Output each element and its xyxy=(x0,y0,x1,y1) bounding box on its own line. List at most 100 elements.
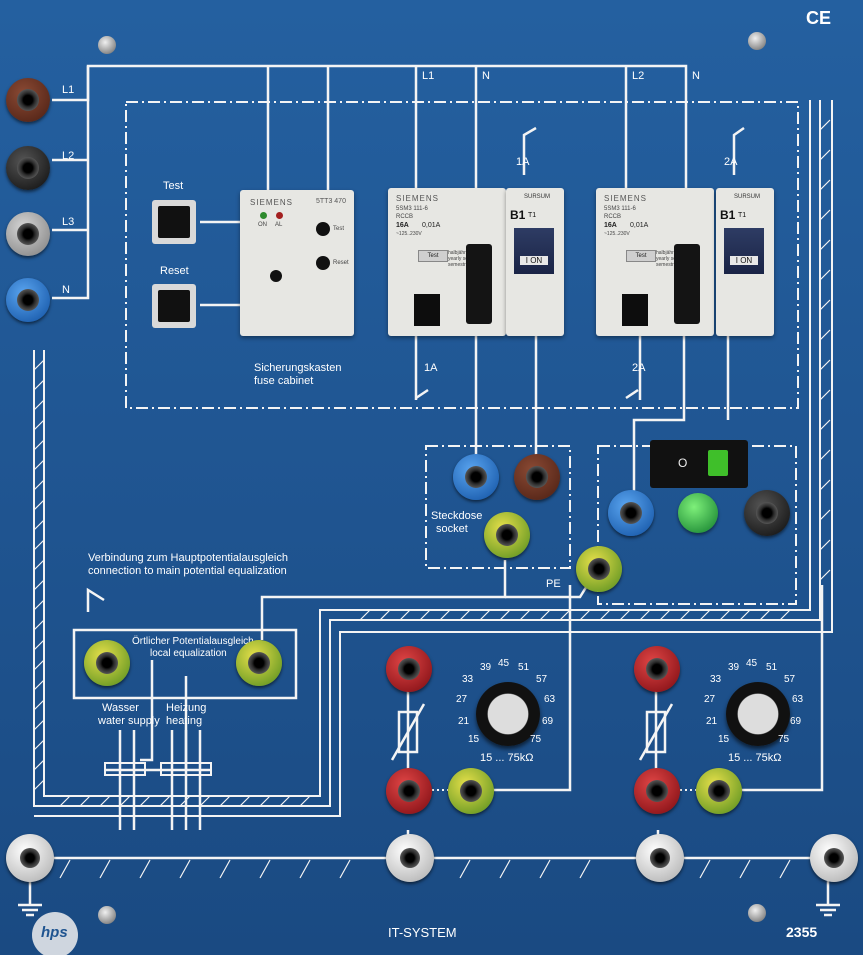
pot-2-tick-27: 27 xyxy=(704,694,716,705)
pot-2-jack-red-bottom[interactable] xyxy=(634,768,680,814)
al-led xyxy=(276,212,283,219)
label-n: N xyxy=(62,284,70,296)
earth-symbol-left xyxy=(16,900,17,901)
pot-1-jack-red-top[interactable] xyxy=(386,646,432,692)
rccb-1-rating: 16A xyxy=(396,222,409,229)
rccb-1-test-button[interactable]: Test xyxy=(418,250,448,262)
mcb-2: SURSUM B1 T1 I ON xyxy=(716,188,774,336)
screw-bottom-left xyxy=(98,906,116,924)
on-led xyxy=(260,212,267,219)
earth-jack-2[interactable] xyxy=(386,834,434,882)
mcb-2-lever[interactable]: I ON xyxy=(724,228,764,274)
socket-label-en: socket xyxy=(436,523,468,535)
socket-label-de: Steckdose xyxy=(431,510,483,522)
reset-button[interactable] xyxy=(152,284,196,328)
mcb-1-brand: SURSUM xyxy=(524,194,551,200)
earth-symbol-right xyxy=(820,900,821,901)
monitor-reset-button[interactable] xyxy=(316,256,330,270)
pot-2-tick-51: 51 xyxy=(766,662,778,673)
insulation-monitor: SIEMENS 5TT3 470 ON AL Test Reset xyxy=(240,190,354,336)
rccb-2-window xyxy=(622,294,648,326)
rccb-1-trip-top: 1A xyxy=(516,156,530,168)
pot-2-jack-pe[interactable] xyxy=(696,768,742,814)
pot-1-tick-63: 63 xyxy=(544,694,556,705)
switch-off-label: O xyxy=(678,456,688,470)
water-label-de: Wasser xyxy=(102,702,139,714)
rccb-2-brand: SIEMENS xyxy=(604,194,648,203)
pot-1-jack-red-bottom[interactable] xyxy=(386,768,432,814)
bus-label-n2: N xyxy=(692,70,700,82)
earth-jack-1[interactable] xyxy=(6,834,54,882)
test-button[interactable] xyxy=(152,200,196,244)
switch-jack-blue[interactable] xyxy=(608,490,654,536)
jack-n[interactable] xyxy=(6,278,50,322)
rccb-2-voltage: ~125..230V xyxy=(604,231,630,237)
jack-l3[interactable] xyxy=(6,212,50,256)
pot-2-tick-33: 33 xyxy=(710,674,722,685)
mcb-2-state: I ON xyxy=(730,256,758,265)
rccb-2-lever[interactable] xyxy=(674,244,700,324)
pot-1-tick-51: 51 xyxy=(518,662,530,673)
resistor-symbol-2 xyxy=(645,710,667,754)
resistor-symbol-1 xyxy=(397,710,419,754)
pot-2-tick-69: 69 xyxy=(790,716,802,727)
pot-2-tick-45: 45 xyxy=(746,658,758,669)
socket-jack-pe[interactable] xyxy=(484,512,530,558)
local-equalization-jack-2[interactable] xyxy=(236,640,282,686)
hps-logo: hps xyxy=(32,912,78,955)
pot-1-tick-39: 39 xyxy=(480,662,492,673)
heating-label-en: heating xyxy=(166,715,203,727)
pot-1-range: 15 ... 75kΩ xyxy=(480,752,534,764)
rccb-1-trip-bottom: 1A xyxy=(424,362,438,374)
local-equalization-jack-1[interactable] xyxy=(84,640,130,686)
test-label: Test xyxy=(163,180,184,192)
pot-2-knob[interactable] xyxy=(726,682,790,746)
rccb-1-window xyxy=(414,294,440,326)
pot-2-tick-39: 39 xyxy=(728,662,740,673)
switch-jack-black[interactable] xyxy=(744,490,790,536)
water-pipe-clamp xyxy=(104,762,146,776)
rccb-2: SIEMENS 5SM3 111-6 RCCB 16A 0,01A ~125..… xyxy=(596,188,714,336)
pe-label: PE xyxy=(546,578,561,590)
water-label-en: water supply xyxy=(98,715,160,727)
rccb-2-idn: 0,01A xyxy=(630,222,649,229)
model-number: 2355 xyxy=(786,924,818,940)
earth-jack-3[interactable] xyxy=(636,834,684,882)
pot-1-tick-57: 57 xyxy=(536,674,548,685)
local-equalization-en: local equalization xyxy=(150,648,227,659)
jack-l2[interactable] xyxy=(6,146,50,190)
local-equalization-de: Örtlicher Potentialausgleich xyxy=(132,636,254,647)
heating-pipe-clamp xyxy=(160,762,212,776)
main-equalization-en: connection to main potential equalizatio… xyxy=(88,565,287,577)
socket-jack-blue[interactable] xyxy=(453,454,499,500)
monitor-reset-label: Reset xyxy=(333,260,349,266)
rccb-1-lever[interactable] xyxy=(466,244,492,324)
earth-jack-4[interactable] xyxy=(810,834,858,882)
pot-2-tick-21: 21 xyxy=(706,716,718,727)
bus-label-n1: N xyxy=(482,70,490,82)
pot-1-tick-21: 21 xyxy=(458,716,470,727)
al-led-label: AL xyxy=(275,222,283,228)
screw-top-right xyxy=(748,32,766,50)
rccb-2-test-button[interactable]: Test xyxy=(626,250,656,262)
mcb-1-lever[interactable]: I ON xyxy=(514,228,554,274)
jack-l1[interactable] xyxy=(6,78,50,122)
screw-top-left xyxy=(98,36,116,54)
mcb-1: SURSUM B1 T1 I ON xyxy=(506,188,564,336)
pe-jack[interactable] xyxy=(576,546,622,592)
rocker-switch[interactable]: O xyxy=(650,440,748,488)
pot-2-jack-red-top[interactable] xyxy=(634,646,680,692)
rccb-1-voltage: ~125..230V xyxy=(396,231,422,237)
threshold-knob[interactable] xyxy=(270,270,282,282)
rccb-1-type: RCCB xyxy=(396,214,414,220)
socket-jack-brown[interactable] xyxy=(514,454,560,500)
monitor-test-button[interactable] xyxy=(316,222,330,236)
label-l2: L2 xyxy=(62,150,75,162)
pot-1-knob[interactable] xyxy=(476,682,540,746)
rccb-1: SIEMENS 5SM3 111-6 RCCB 16A 0,01A ~125..… xyxy=(388,188,506,336)
rccb-2-type: RCCB xyxy=(604,214,622,220)
heating-label-de: Heizung xyxy=(166,702,207,714)
pot-1-jack-pe[interactable] xyxy=(448,768,494,814)
pot-1-tick-33: 33 xyxy=(462,674,474,685)
rccb-1-idn: 0,01A xyxy=(422,222,441,229)
